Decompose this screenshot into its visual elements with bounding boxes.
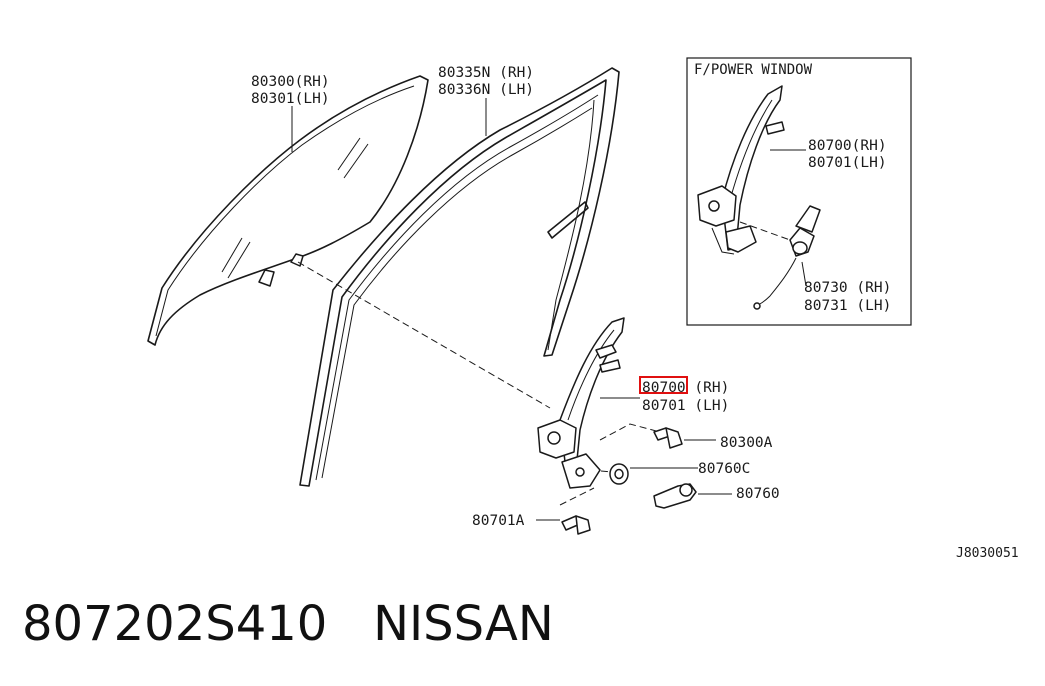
glass-run-sash [299,67,620,487]
inset-title: F/POWER WINDOW [694,62,813,78]
inset-label-regulator-rh: 80700(RH) [808,138,887,154]
footer-brand: NISSAN [373,596,554,652]
inset-label-motor-rh: 80730 (RH) [804,280,891,296]
assembly-line-bolt [599,423,661,441]
label-glass-lh: 80301(LH) [251,91,330,107]
window-regulator [537,317,625,489]
inset-leader-motor [801,261,807,287]
label-glass-rh: 80300(RH) [251,74,330,90]
label-sash-rh: 80335N (RH) [438,65,534,81]
footer-part-number: 807202S410 [22,596,328,652]
label-sash-lh: 80336N (LH) [438,82,534,98]
highlight-box [639,376,688,394]
bolt-80300a [653,427,683,449]
label-handle: 80760 [736,486,780,502]
inset-label-regulator-lh: 80701(LH) [808,155,887,171]
handle-80760 [653,483,697,509]
washer-80760c [609,463,629,485]
label-bolt-b: 80701A [472,513,525,529]
label-bolt-a: 80300A [720,435,773,451]
door-glass [147,75,429,346]
power-window-inset: F/POWER WINDOW 80700(RH) 80701(LH) 80730… [686,57,912,326]
inset-label-motor-lh: 80731 (LH) [804,298,891,314]
assembly-line-bolt-b [559,487,595,506]
footer-caption: 807202S410 NISSAN [22,596,554,652]
reference-code: J8030051 [956,546,1019,561]
bolt-80701a [561,515,591,535]
label-washer: 80760C [698,461,750,477]
label-regulator-lh: 80701 (LH) [642,398,729,414]
inset-assembly-line [739,221,791,241]
assembly-line-glass-regulator [297,261,551,409]
